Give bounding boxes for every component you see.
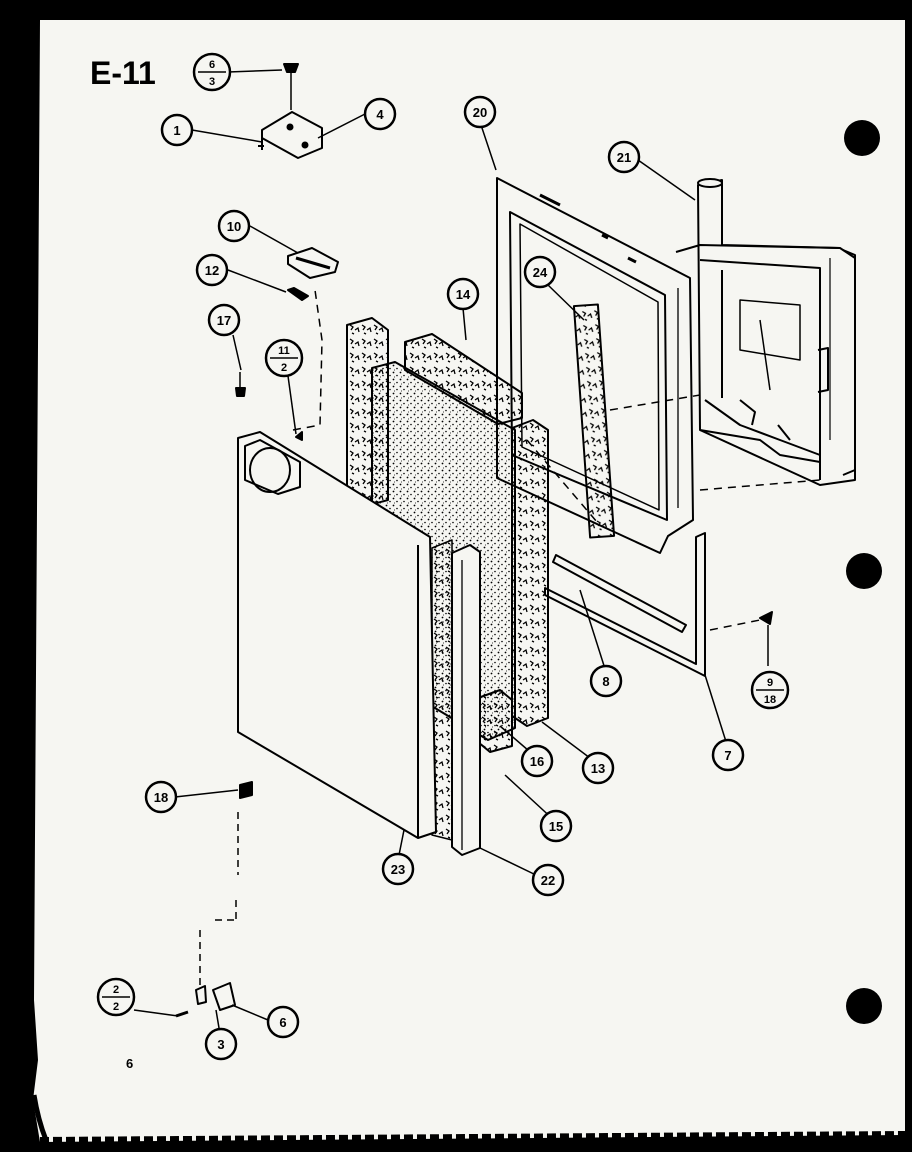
callout-17: 17 <box>217 313 231 328</box>
clip-12 <box>287 287 309 301</box>
insulation-block-15 <box>477 689 513 753</box>
callout-20: 20 <box>473 105 487 120</box>
callout-4: 4 <box>376 107 384 122</box>
fraction-9-18-top: 9 <box>767 677 773 689</box>
door-panel-23 <box>237 431 437 839</box>
leader-lines <box>133 69 769 1041</box>
insulation-right-13 <box>511 419 549 727</box>
cabinet-shell <box>675 178 856 486</box>
fraction-11-2-bottom: 2 <box>281 362 287 374</box>
binder-hole-top <box>844 120 880 156</box>
fraction-9-18-bottom: 18 <box>764 694 776 706</box>
fraction-11-2-top: 11 <box>278 345 290 357</box>
callout-3: 3 <box>217 1037 224 1052</box>
callout-14: 14 <box>456 287 471 302</box>
callout-10: 10 <box>227 219 241 234</box>
callout-16: 16 <box>530 754 544 769</box>
callouts <box>96 52 790 1061</box>
insulation-left <box>346 317 389 508</box>
callout-23: 23 <box>391 862 405 877</box>
fraction-2-2-top: 2 <box>113 984 119 996</box>
fraction-6-3-top: 6 <box>209 59 215 71</box>
callout-21: 21 <box>617 150 631 165</box>
callout-15: 15 <box>549 819 563 834</box>
gasket-strip-8 <box>552 554 687 633</box>
edge-shadow <box>31 1094 49 1141</box>
hinge-trim-22 <box>451 544 481 856</box>
callout-22: 22 <box>541 873 555 888</box>
binder-hole-bottom <box>846 988 882 1024</box>
insulation-strip-24 <box>572 303 616 539</box>
callout-8: 8 <box>602 674 609 689</box>
bottom-edge <box>39 1131 906 1143</box>
callout-6: 6 <box>279 1015 286 1030</box>
fraction-6-3-bottom: 3 <box>209 76 215 88</box>
callout-13: 13 <box>591 761 605 776</box>
binder-hole-middle <box>846 553 882 589</box>
fraction-2-2-bottom: 2 <box>113 1001 119 1013</box>
callout-12: 12 <box>205 263 219 278</box>
callout-18: 18 <box>154 790 168 805</box>
callout-24: 24 <box>533 265 548 280</box>
bottom-hinge-6 <box>212 982 236 1011</box>
section-title: E-11 <box>90 55 156 91</box>
page-number: 6 <box>126 1056 133 1071</box>
callout-7: 7 <box>724 748 731 763</box>
callout-1: 1 <box>173 123 180 138</box>
